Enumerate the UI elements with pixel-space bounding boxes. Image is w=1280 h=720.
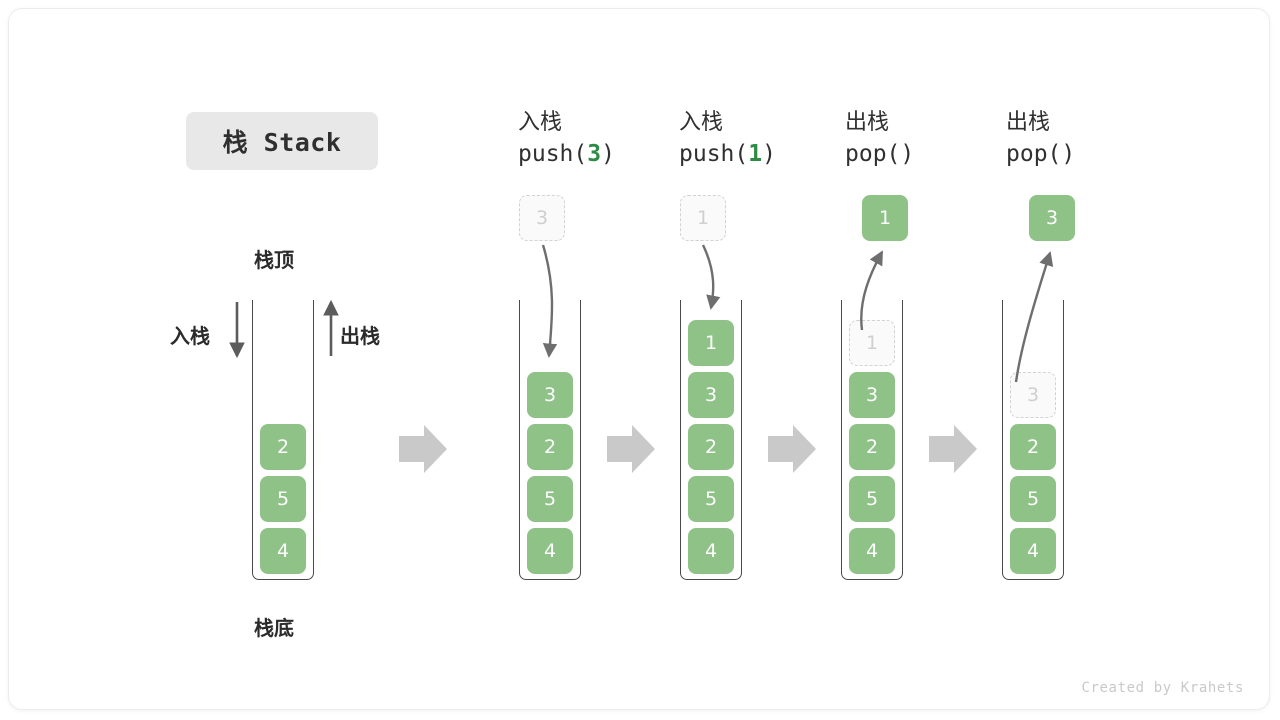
stack-cell: 5: [1010, 476, 1056, 522]
stack-container-pop-2: [1002, 300, 1064, 580]
call-argument: 3: [587, 141, 602, 167]
stack-container-push-1: [680, 300, 742, 580]
stack-cell: 2: [260, 424, 306, 470]
removed-value-ghost: 3: [1010, 372, 1056, 418]
stack-cell: 2: [1010, 424, 1056, 470]
stack-cell: 4: [688, 528, 734, 574]
stack-cell: 2: [527, 424, 573, 470]
column-op-label: 入栈: [518, 110, 563, 135]
stack-cell: 2: [688, 424, 734, 470]
stack-cell: 4: [527, 528, 573, 574]
stack-cell: 3: [527, 372, 573, 418]
removed-value-ghost: 1: [849, 320, 895, 366]
stack-cell: 3: [849, 372, 895, 418]
column-call-label: pop(): [1006, 141, 1076, 167]
page-title: 栈 Stack: [186, 112, 378, 170]
column-call-label: push(3): [518, 141, 615, 167]
push-direction-label: 入栈: [170, 324, 210, 348]
stack-cell: 4: [1010, 528, 1056, 574]
popped-value: 1: [862, 195, 908, 241]
column-op-label: 出栈: [845, 110, 890, 135]
pop-direction-label: 出栈: [340, 324, 380, 348]
stack-cell: 4: [260, 528, 306, 574]
stack-cell: 4: [849, 528, 895, 574]
stack-cell: 3: [688, 372, 734, 418]
column-op-label: 出栈: [1006, 110, 1051, 135]
stack-cell: 5: [260, 476, 306, 522]
stack-cell: 5: [688, 476, 734, 522]
column-call-label: pop(): [845, 141, 915, 167]
stack-top-label: 栈顶: [254, 248, 294, 272]
column-call-label: push(1): [679, 141, 776, 167]
call-argument: 1: [748, 141, 763, 167]
column-header-pop-1: 出栈 pop(): [845, 108, 914, 170]
incoming-value-ghost: 1: [680, 195, 726, 241]
stack-bottom-label: 栈底: [254, 616, 294, 640]
stack-container-pop-1: [841, 300, 903, 580]
column-header-push-1: 入栈 push(1): [679, 108, 776, 170]
popped-value: 3: [1029, 195, 1075, 241]
credit-text: Created by Krahets: [1081, 680, 1244, 696]
stack-container-push-3: [519, 300, 581, 580]
stack-cell: 2: [849, 424, 895, 470]
incoming-value-ghost: 3: [519, 195, 565, 241]
stack-cell: 1: [688, 320, 734, 366]
stack-cell: 5: [849, 476, 895, 522]
stack-cell: 5: [527, 476, 573, 522]
column-op-label: 入栈: [679, 110, 724, 135]
column-header-push-3: 入栈 push(3): [518, 108, 615, 170]
column-header-pop-2: 出栈 pop(): [1006, 108, 1075, 170]
stack-container-initial: [252, 300, 314, 580]
